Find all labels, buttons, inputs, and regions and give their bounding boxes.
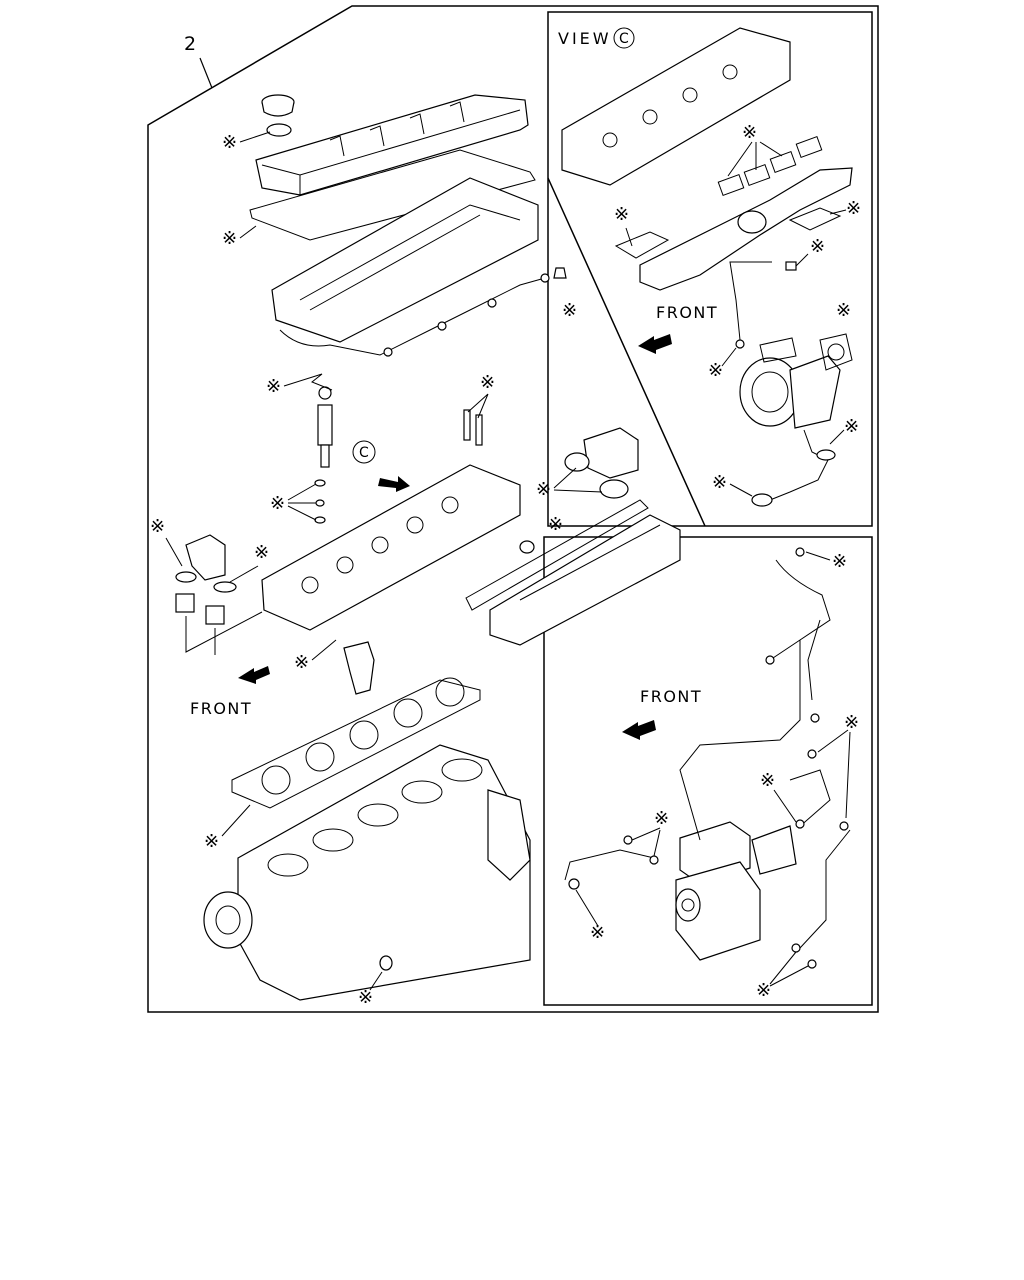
egr-valve bbox=[519, 427, 639, 554]
replacement-symbol: ※ bbox=[358, 987, 373, 1008]
view-label: VIEW bbox=[558, 29, 612, 48]
exhaust-manifold bbox=[639, 167, 853, 291]
front-arrow-view bbox=[638, 334, 672, 354]
replacement-symbol: ※ bbox=[536, 479, 551, 500]
replacement-symbol: ※ bbox=[204, 831, 219, 852]
replacement-symbol: ※ bbox=[654, 808, 669, 829]
exhaust-gasket bbox=[614, 207, 842, 259]
replacement-symbol: ※ bbox=[844, 416, 859, 437]
cylinder-head-gasket bbox=[231, 677, 481, 809]
replacement-symbol: ※ bbox=[562, 300, 577, 321]
replacement-symbol: ※ bbox=[844, 712, 859, 733]
rocker-housing bbox=[271, 177, 539, 343]
replacement-symbol: ※ bbox=[810, 236, 825, 257]
fuel-injector bbox=[314, 386, 333, 524]
turbo-gasket-flange bbox=[819, 333, 853, 371]
replacement-symbol: ※ bbox=[590, 922, 605, 943]
intake-manifold-gasket bbox=[465, 499, 649, 611]
front-label-main: FRONT bbox=[190, 699, 252, 718]
replacement-symbol: ※ bbox=[614, 204, 629, 225]
replacement-symbol: ※ bbox=[222, 132, 237, 153]
replacement-symbol: ※ bbox=[270, 493, 285, 514]
replacement-symbol: ※ bbox=[150, 516, 165, 537]
item-number: 2 bbox=[184, 33, 196, 55]
section-marker-circle bbox=[352, 440, 376, 464]
replacement-symbol: ※ bbox=[836, 300, 851, 321]
view-cylinder-head bbox=[561, 27, 791, 186]
replacement-symbols: ※ ※ ※ ※ ※ ※ ※ ※ ※ ※ ※ ※ ※ ※ ※ ※ ※ ※ ※ ※ bbox=[150, 122, 861, 1008]
item-number-leader bbox=[199, 57, 213, 89]
replacement-symbol: ※ bbox=[254, 542, 269, 563]
front-arrow-pump bbox=[622, 720, 656, 740]
cylinder-head-cover bbox=[255, 94, 529, 196]
replacement-symbol: ※ bbox=[742, 122, 757, 143]
intake-manifold bbox=[489, 514, 681, 646]
fuel-feed-pipe bbox=[564, 835, 659, 890]
replacement-symbol: ※ bbox=[832, 551, 847, 572]
view-marker-circle bbox=[613, 27, 635, 49]
exhaust-manifold-gaskets bbox=[717, 136, 823, 196]
section-marker: C bbox=[359, 445, 369, 461]
turbocharger bbox=[739, 337, 841, 429]
crankshaft-pulley bbox=[203, 891, 253, 949]
replacement-symbol: ※ bbox=[222, 228, 237, 249]
cylinder-block bbox=[237, 744, 531, 1001]
cylinder-head bbox=[261, 464, 521, 631]
water-outlet-pipe bbox=[343, 641, 375, 695]
replacement-symbol: ※ bbox=[760, 770, 775, 791]
replacement-symbol: ※ bbox=[708, 360, 723, 381]
thermostat-leader bbox=[185, 611, 263, 655]
turbo-oil-return-pipe bbox=[751, 429, 836, 507]
view-c-panel bbox=[547, 11, 873, 527]
view-marker: C bbox=[619, 31, 629, 47]
replacement-symbol: ※ bbox=[712, 472, 727, 493]
view-c-divider bbox=[547, 177, 706, 527]
replacement-symbol: ※ bbox=[846, 198, 861, 219]
replacement-symbol: ※ bbox=[548, 514, 563, 535]
fuel-leak-off-pipe bbox=[679, 547, 831, 841]
thermostat-housing bbox=[175, 534, 237, 625]
replacement-symbol: ※ bbox=[480, 372, 495, 393]
section-arrow bbox=[378, 476, 410, 492]
front-label-view: FRONT bbox=[656, 303, 718, 322]
head-cover-gasket bbox=[249, 149, 536, 241]
front-label-pump: FRONT bbox=[640, 687, 702, 706]
replacement-symbol: ※ bbox=[266, 376, 281, 397]
front-arrow-main bbox=[238, 666, 270, 684]
pump-bracket bbox=[751, 825, 797, 875]
leak-off-pipe bbox=[279, 267, 567, 357]
fuel-supply-pump bbox=[675, 821, 761, 961]
fuel-pump-panel bbox=[543, 536, 873, 1006]
oil-filler-cap bbox=[261, 94, 295, 137]
kit-outline-frame bbox=[147, 5, 879, 1013]
drain-plug-washer bbox=[379, 955, 393, 971]
fuel-return-pipe bbox=[789, 749, 851, 969]
replacement-symbol: ※ bbox=[294, 652, 309, 673]
turbo-oil-feed-pipe bbox=[729, 261, 797, 349]
replacement-symbol: ※ bbox=[756, 980, 771, 1001]
